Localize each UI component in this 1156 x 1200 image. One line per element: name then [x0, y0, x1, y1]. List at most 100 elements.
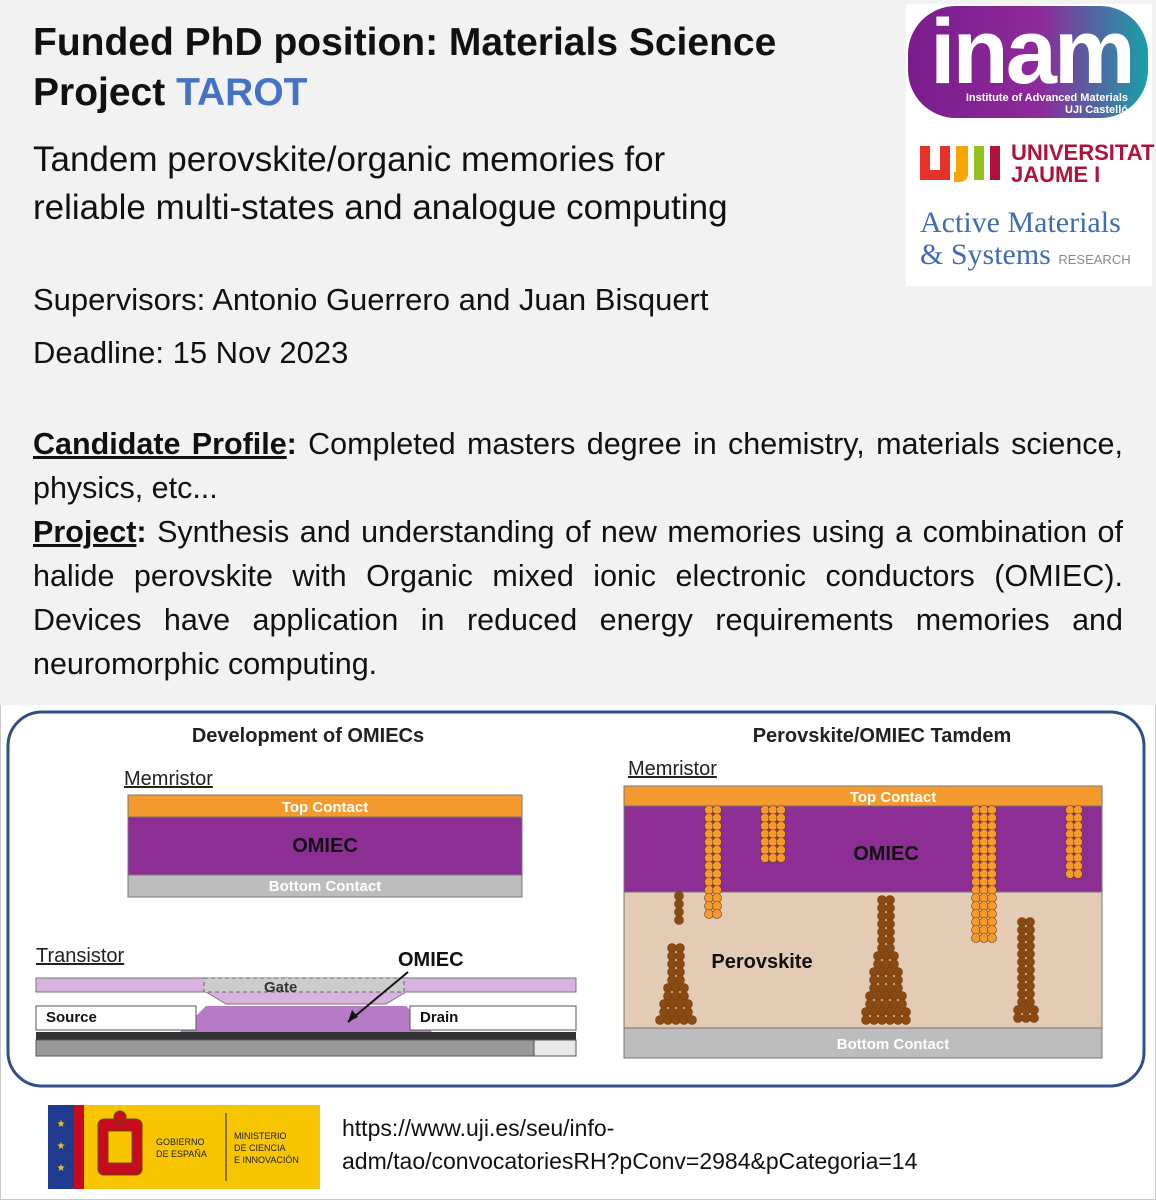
filament-particle	[704, 861, 714, 871]
filament-particle	[1017, 989, 1027, 999]
filament-particle	[987, 853, 997, 863]
transistor-label: Transistor	[36, 945, 125, 967]
filament-particle	[979, 917, 989, 927]
filament-particle	[655, 1015, 665, 1025]
filament-particle	[1025, 997, 1035, 1007]
filament-particle	[987, 917, 997, 927]
gobierno-line-1: GOBIERNO	[156, 1137, 205, 1147]
filament-particle	[663, 1015, 673, 1025]
filament-particle	[873, 991, 883, 1001]
application-link[interactable]: https://www.uji.es/seu/info- adm/tao/con…	[342, 1112, 917, 1178]
omiec-label-left: OMIEC	[292, 835, 358, 857]
bottom-contact-label-left: Bottom Contact	[269, 878, 382, 895]
filament-particle	[1017, 973, 1027, 983]
filament-particle	[1065, 837, 1075, 847]
profile-label: Candidate Profile	[33, 427, 287, 461]
filament-particle	[768, 853, 778, 863]
filament-particle	[979, 901, 989, 911]
filament-particle	[971, 821, 981, 831]
filament-particle	[1017, 981, 1027, 991]
filament-particle	[987, 925, 997, 935]
filament-particle	[1073, 837, 1083, 847]
filament-particle	[663, 991, 673, 1001]
filament-particle	[885, 1015, 895, 1025]
filament-particle	[885, 927, 895, 937]
source-label: Source	[46, 1009, 97, 1026]
inam-sub-1: Institute of Advanced Materials	[965, 92, 1128, 104]
callout-arrow	[347, 971, 409, 1023]
filament-particle	[979, 821, 989, 831]
filament-particle	[671, 1015, 681, 1025]
filament-particle	[679, 1015, 689, 1025]
filament-particle	[877, 975, 887, 985]
filament-particle	[776, 821, 786, 831]
inam-sub-2: UJI Castelló	[1065, 104, 1128, 116]
filament-particle	[683, 1007, 693, 1017]
url-line-1[interactable]: https://www.uji.es/seu/info-	[342, 1115, 615, 1141]
filament-particle	[776, 829, 786, 839]
filament-particle	[1065, 813, 1075, 823]
bottom-contact-layer-left	[127, 874, 523, 898]
filament-particle	[1021, 1005, 1031, 1015]
filament-particle	[712, 821, 722, 831]
filament-particle	[987, 893, 997, 903]
filament-particle	[979, 877, 989, 887]
filament-particle	[1025, 957, 1035, 967]
right-panel-title: Perovskite/OMIEC Tamdem	[753, 725, 1012, 747]
filament-particle	[760, 829, 770, 839]
filament-particle	[1017, 949, 1027, 959]
filament-particle	[675, 975, 685, 985]
filament-particle	[885, 975, 895, 985]
filament-particle	[712, 869, 722, 879]
ministerio-line-1: MINISTERIO	[234, 1131, 287, 1141]
filament-particle	[1029, 1013, 1039, 1023]
filament-particle	[1065, 821, 1075, 831]
filament-particle	[1025, 917, 1035, 927]
ministerio-line-3: E INNOVACIÓN	[234, 1155, 299, 1165]
url-line-2[interactable]: adm/tao/convocatoriesRH?pConv=2984&pCate…	[342, 1148, 918, 1174]
filament-particle	[979, 909, 989, 919]
filament-particle	[674, 907, 684, 917]
omiec-callout: OMIEC	[398, 949, 464, 971]
filament-particle	[712, 829, 722, 839]
filament-particle	[704, 901, 714, 911]
filament-particle	[1017, 925, 1027, 935]
filament-particle	[979, 933, 989, 943]
callout-arrowhead	[348, 1010, 358, 1022]
filament-particle	[987, 845, 997, 855]
bottom-contact-label-right: Bottom Contact	[837, 1036, 950, 1053]
project-colon: :	[136, 515, 147, 549]
filament-particle	[1073, 869, 1083, 879]
filament-particle	[877, 895, 887, 905]
title-line-2: Project TAROT	[33, 68, 776, 118]
filament-particle	[971, 893, 981, 903]
omiec-layer-left	[127, 816, 523, 876]
filament-particle	[987, 861, 997, 871]
filament-particle	[704, 869, 714, 879]
filament-particle	[893, 1015, 903, 1025]
profile-colon: :	[286, 427, 297, 461]
filament-particle	[893, 1007, 903, 1017]
filament-particle	[1025, 989, 1035, 999]
filament-particle	[971, 845, 981, 855]
filament-particle	[971, 877, 981, 887]
filament-particle	[881, 991, 891, 1001]
filament-particle	[704, 813, 714, 823]
bottom-contact-layer-right	[623, 1027, 1103, 1059]
filament-particle	[1029, 1005, 1039, 1015]
filament-particle	[667, 951, 677, 961]
filament-particle	[877, 1015, 887, 1025]
substrate-top	[36, 1032, 576, 1040]
supervisors: Supervisors: Antonio Guerrero and Juan B…	[33, 282, 709, 317]
profile-text: Completed masters degree in chemistry, m…	[33, 427, 1123, 505]
filament-particle	[865, 999, 875, 1009]
filament-particle	[979, 893, 989, 903]
filament-particle	[760, 821, 770, 831]
omiec-channel	[176, 1006, 436, 1036]
filament-particle	[889, 959, 899, 969]
filament-particle	[776, 845, 786, 855]
filament-particle	[760, 837, 770, 847]
filament-particle	[704, 877, 714, 887]
filament-particle	[865, 991, 875, 1001]
filament-particle	[768, 829, 778, 839]
